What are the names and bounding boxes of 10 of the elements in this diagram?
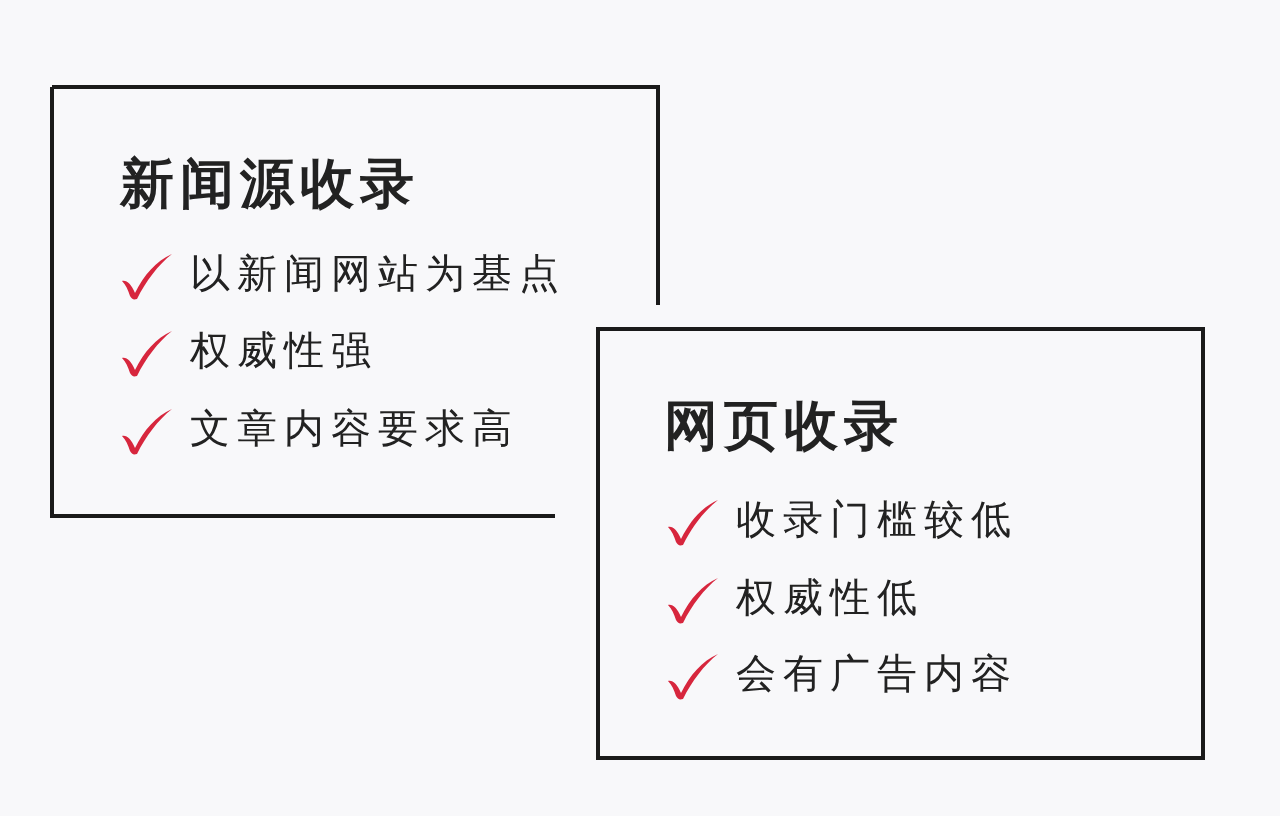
list-item: 收录门槛较低 [736,499,1018,539]
list-item: 文章内容要求高 [190,408,519,448]
list-item: 权威性强 [190,330,378,370]
list-item: 权威性低 [736,577,924,617]
text-box [50,85,660,518]
heading: 网页收录 [664,399,904,453]
heading: 新闻源收录 [120,157,420,211]
list-item: 会有广告内容 [736,653,1018,693]
list-item: 以新闻网站为基点 [190,253,566,293]
text-box [596,327,1205,760]
